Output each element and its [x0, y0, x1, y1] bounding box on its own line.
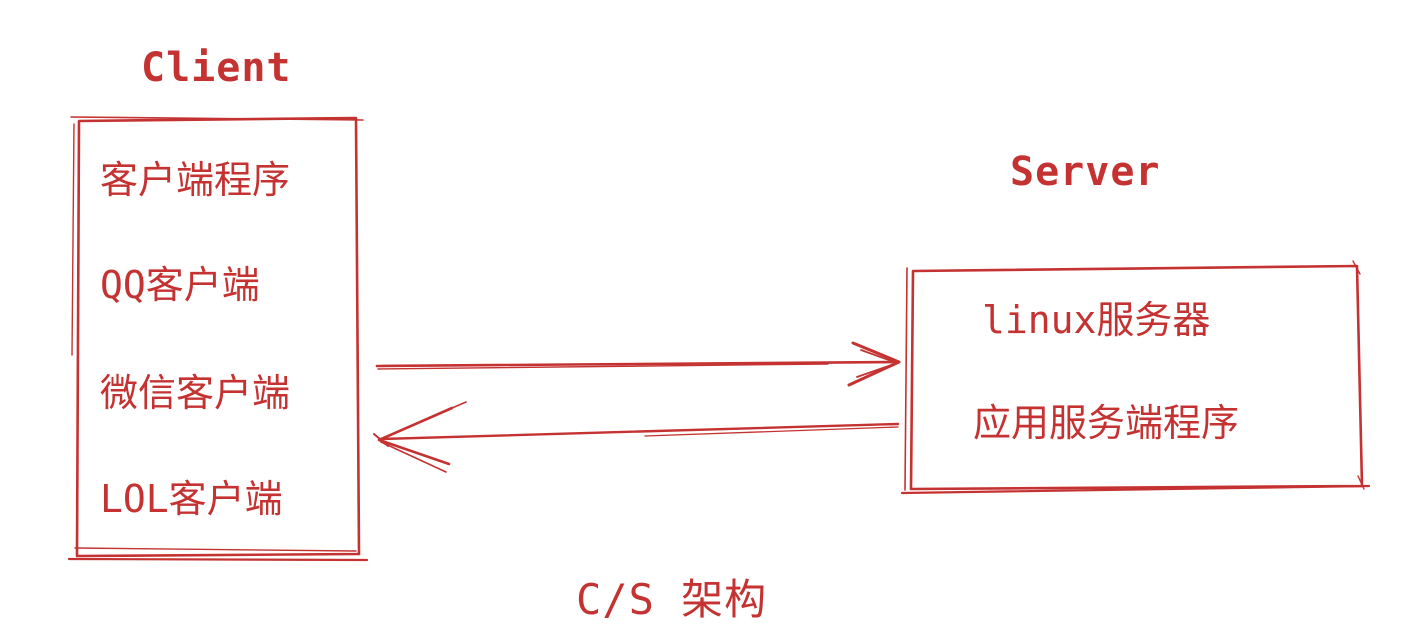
server-title: Server: [1010, 149, 1161, 195]
server-box-stroke: [904, 267, 908, 491]
server-box-stroke: [1352, 260, 1361, 275]
server-box: [900, 260, 1371, 495]
arrow-head-sketch: [380, 441, 447, 473]
client-box-stroke: [74, 547, 357, 552]
client-box-stroke: [71, 123, 75, 356]
client-item-wechat: 微信客户端: [100, 371, 291, 415]
arrow-shaft-sketch: [644, 426, 899, 437]
client-item-lol: LOL客户端: [100, 477, 283, 521]
arrow-head-right-icon: [847, 341, 901, 387]
arrow-head-sketch: [373, 433, 389, 447]
server-item-linux: linux服务器: [982, 298, 1211, 342]
client-item-qq: QQ客户端: [100, 263, 260, 307]
client-box-stroke: [70, 116, 364, 121]
client-title: Client: [141, 45, 292, 91]
arrow-server-to-client: [373, 401, 900, 473]
diagram-caption: C/S 架构: [576, 575, 768, 624]
server-box-stroke: [900, 484, 1371, 495]
client-box-stroke: [67, 557, 369, 562]
arrow-head-sketch: [856, 349, 898, 378]
arrow-shaft: [379, 422, 900, 441]
client-item-app: 客户端程序: [100, 158, 291, 202]
arrow-shaft-sketch: [377, 363, 829, 370]
server-box-stroke: [1357, 475, 1365, 490]
arrow-head-left-icon: [377, 406, 454, 466]
arrow-shaft: [375, 360, 899, 368]
arrow-client-to-server: [375, 341, 901, 387]
arrow-head-sketch: [379, 401, 467, 440]
server-item-app: 应用服务端程序: [973, 401, 1240, 445]
client-box: [67, 116, 369, 562]
